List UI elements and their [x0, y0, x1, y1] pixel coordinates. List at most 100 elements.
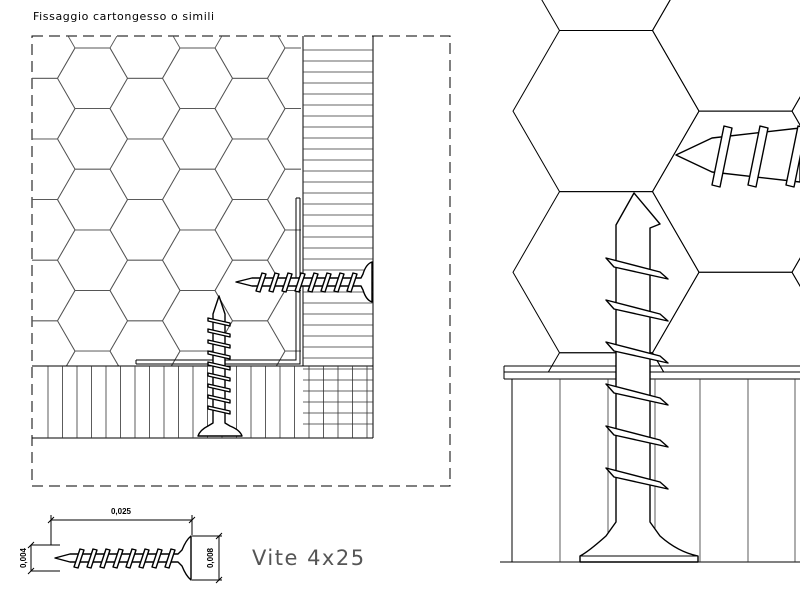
screw-spec-drawing	[54, 535, 192, 581]
thread	[307, 272, 319, 293]
hex-cell	[791, 96, 800, 126]
thread	[207, 405, 231, 415]
hex-cell	[109, 36, 181, 79]
thread	[605, 383, 669, 406]
hex-cell	[373, 109, 443, 170]
thread	[207, 339, 231, 349]
thread	[207, 361, 231, 371]
hex-cell	[109, 77, 181, 140]
hex-cell	[109, 259, 181, 322]
dimension-head: 0,008	[206, 547, 215, 568]
thread	[207, 350, 231, 360]
detail-right-enlarged	[500, 0, 800, 594]
hex-cell	[373, 230, 443, 291]
metal-profile	[135, 197, 301, 365]
hex-cell	[109, 199, 181, 261]
hex-cell	[268, 412, 338, 473]
hex-cell	[512, 191, 700, 354]
hex-cell	[32, 77, 76, 140]
hex-cell	[32, 320, 76, 366]
hex-cell	[547, 352, 665, 372]
hex-cell	[5, 381, 75, 442]
hex-cell	[373, 351, 443, 412]
thread	[73, 548, 85, 569]
profile-band	[503, 365, 800, 380]
screw-enlarged-horizontal	[675, 125, 800, 188]
hex-cell	[320, 321, 390, 382]
thread	[605, 341, 669, 364]
thread	[125, 548, 137, 569]
hex-cell	[266, 47, 301, 110]
hex-cell	[56, 229, 129, 291]
thread	[255, 272, 267, 293]
screw-horizontal	[235, 261, 373, 303]
thread	[605, 299, 669, 322]
thread	[281, 272, 293, 293]
hex-cell	[214, 36, 286, 79]
hex-cell	[214, 199, 286, 261]
hex-cell	[214, 138, 286, 201]
hex-cell	[651, 271, 800, 372]
hex-cell	[653, 433, 800, 594]
hex-cell	[320, 260, 390, 321]
hex-cell	[161, 47, 234, 110]
thread	[207, 328, 231, 338]
thread	[268, 272, 280, 293]
dimension-length: 0,025	[111, 507, 132, 516]
hex-cell	[266, 168, 301, 231]
hex-cell	[373, 412, 443, 473]
hex-cell	[373, 48, 443, 109]
screw-enlarged-vertical	[579, 192, 699, 563]
screw-spec: 0,025 0,004 0,008 Vite 4x25	[19, 507, 366, 584]
screw-label: Vite 4x25	[252, 546, 366, 570]
hex-cell	[541, 0, 671, 31]
hex-cell	[320, 381, 390, 442]
hex-cell	[266, 290, 301, 352]
hex-cell	[791, 257, 800, 288]
hex-cell	[56, 47, 129, 110]
honeycomb-pattern-right	[512, 0, 800, 594]
thread	[785, 125, 800, 188]
hex-cell	[792, 0, 800, 31]
thread	[711, 125, 733, 188]
thread	[207, 394, 231, 404]
vertical-board	[302, 36, 374, 438]
thread	[207, 372, 231, 382]
thread	[207, 383, 231, 393]
hex-cell	[56, 108, 129, 170]
hex-cell	[320, 18, 390, 79]
honeycomb-pattern-left	[5, 18, 443, 473]
section-dashed-outline	[31, 35, 451, 487]
thread	[605, 467, 669, 490]
hex-cell	[56, 168, 129, 231]
thread	[151, 548, 163, 569]
thread	[605, 425, 669, 448]
hex-cell	[373, 169, 443, 230]
detail-left	[5, 18, 451, 487]
hex-cell	[58, 412, 128, 473]
horizontal-board	[32, 365, 373, 439]
thread	[99, 548, 111, 569]
hex-cell	[320, 139, 390, 200]
drawing-title: Fissaggio cartongesso o simili	[33, 10, 215, 23]
hex-cell	[161, 229, 234, 291]
hex-cell	[266, 229, 301, 291]
hex-cell	[32, 138, 76, 201]
hex-cell	[56, 290, 129, 352]
hex-cell	[792, 353, 800, 514]
thread	[320, 272, 332, 293]
thread	[86, 548, 98, 569]
thread	[294, 272, 306, 293]
hex-cell	[651, 0, 800, 112]
hex-cell	[32, 259, 76, 322]
hex-cell	[512, 30, 700, 193]
hex-cell	[32, 199, 76, 261]
thread	[164, 548, 176, 569]
thread	[333, 272, 345, 293]
screw-vertical	[197, 295, 243, 437]
thread	[207, 317, 231, 327]
thread	[138, 548, 150, 569]
hex-cell	[161, 108, 234, 170]
hex-cell	[32, 36, 76, 79]
